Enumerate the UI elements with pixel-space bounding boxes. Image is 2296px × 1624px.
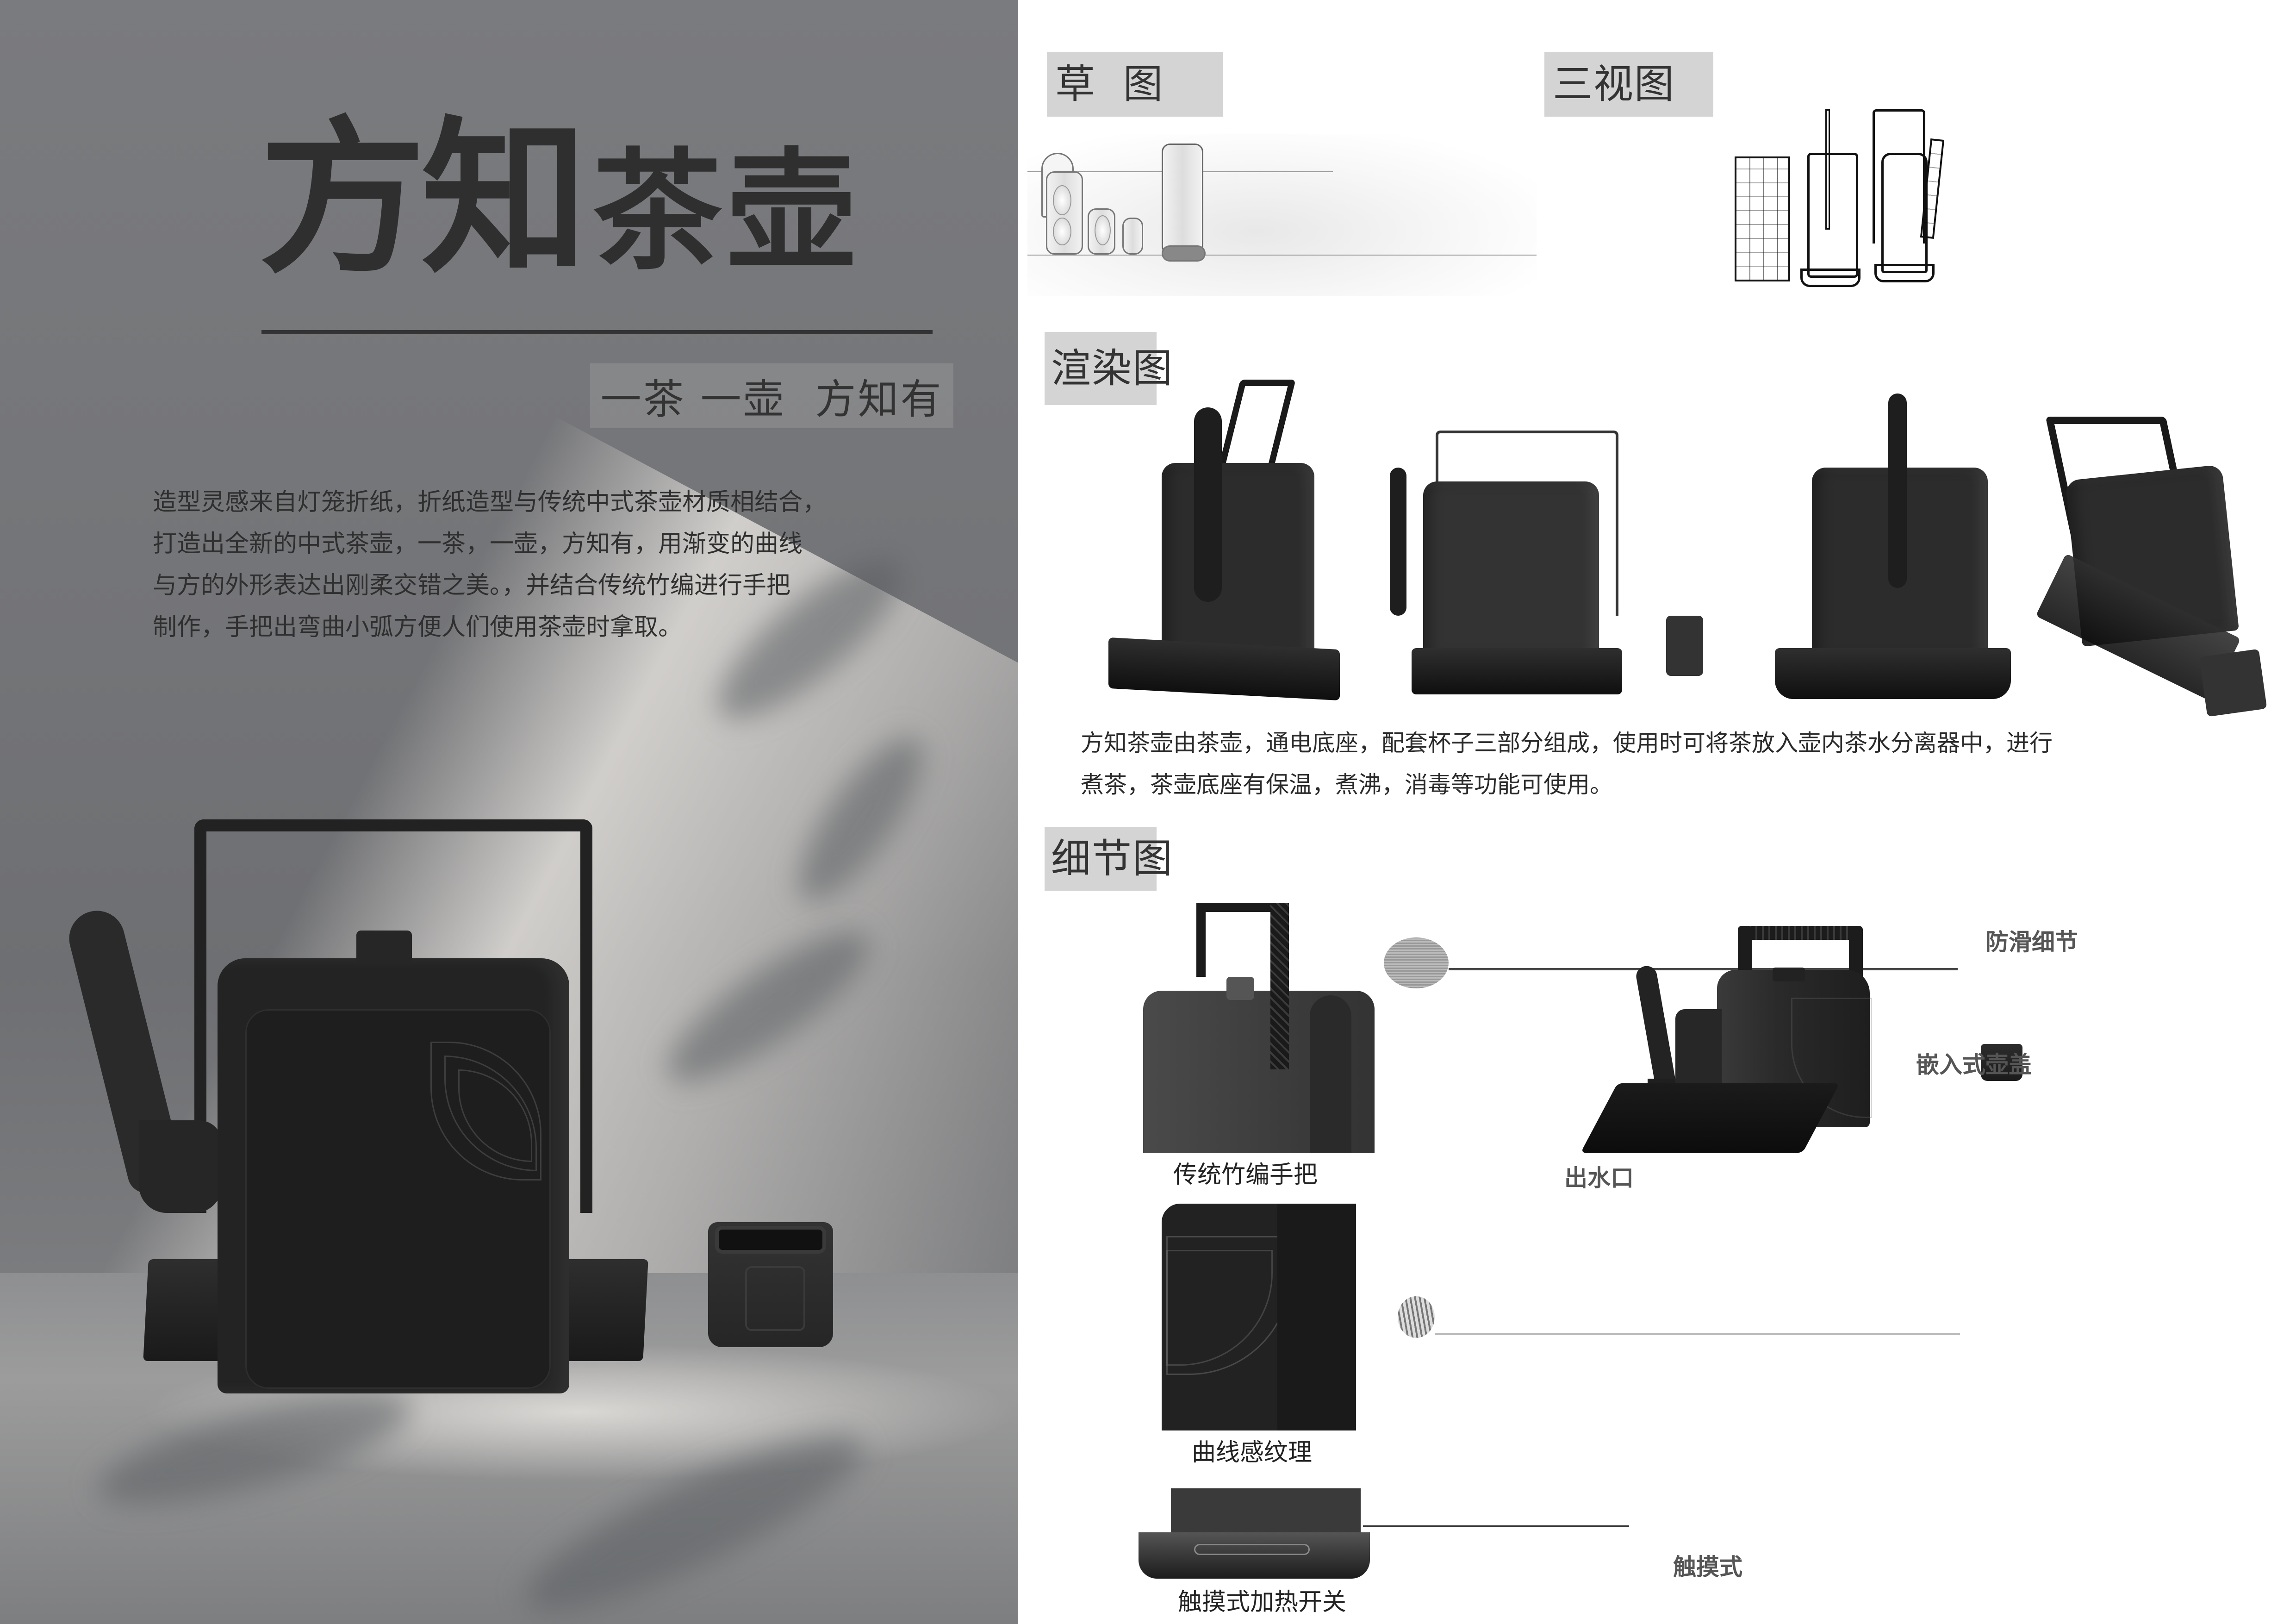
wireframe-handle (1873, 109, 1925, 244)
detail-handle-left (1196, 903, 1206, 977)
sketch-illustration (1027, 134, 1537, 296)
hero-teapot-render (0, 0, 1018, 1624)
render-3-base (1775, 648, 2011, 699)
intro-paragraph: 造型灵感来自灯笼折纸，折纸造型与传统中式茶壶材质相结合， 打造出全新的中式茶壶，… (153, 481, 902, 648)
leader-switch (1363, 1525, 1629, 1527)
lid-knob (356, 931, 412, 963)
render-1-spout (1194, 407, 1222, 602)
detail-image-handle (1143, 893, 1402, 1153)
wireframe-spout (1825, 109, 1830, 230)
render-2-base (1412, 648, 1622, 694)
sketch-oval (1095, 215, 1111, 245)
title-part1: 方知 (259, 102, 588, 296)
detail-image-texture (1120, 1185, 1361, 1430)
wireframe-base (1800, 269, 1860, 287)
slogan: 一茶 一壶 方知有 (590, 363, 953, 428)
sketch-oval (1053, 185, 1071, 215)
touch-switch-slot (1194, 1544, 1310, 1555)
detail-side-edge (1277, 1204, 1356, 1430)
main-base (1580, 1083, 1840, 1153)
callout-touch: 触摸式 (1673, 1554, 1742, 1580)
tea-cup-mouth (715, 1226, 826, 1254)
section-label-render: 渲染图 (1045, 332, 1172, 405)
tea-cup-panel (745, 1266, 805, 1331)
detail-image-switch (1125, 1488, 1384, 1581)
detail-handle-weave (1270, 903, 1289, 1069)
wireframe-front-view (1807, 153, 1858, 278)
sketch-oval (1053, 218, 1071, 245)
curve-texture-swatch (1398, 1296, 1435, 1338)
callout-embedded-lid: 嵌入式壶盖 (1916, 1051, 2032, 1078)
intro-line: 与方的外形表达出刚柔交错之美。，并结合传统竹编进行手把 (153, 572, 791, 600)
render-1-body (1162, 463, 1314, 667)
detail-handle-top (1196, 903, 1289, 912)
main-handle-top (1738, 926, 1863, 940)
render-2-spout (1390, 468, 1406, 616)
section-label-three-view: 三视图 (1544, 52, 1713, 117)
main-cup (1981, 1044, 2022, 1081)
product-title: 方知茶壶 (259, 116, 861, 282)
title-part2: 茶壶 (592, 137, 861, 287)
leader-anti-slip (1449, 968, 1958, 970)
main-lid-knob (1773, 968, 1805, 981)
callout-spout: 出水口 (1564, 1165, 1634, 1192)
hero-panel: 方知茶壶 一茶 一壶 方知有 造型灵感来自灯笼折纸，折纸造型与传统中式茶壶材质相… (0, 0, 1018, 1624)
description-line: 方知茶壶由茶壶，通电底座，配套杯子三部分组成，使用时可将茶放入壶内茶水分离器中，… (1081, 730, 2053, 756)
render-description: 方知茶壶由茶壶，通电底座，配套杯子三部分组成，使用时可将茶放入壶内茶水分离器中，… (1081, 722, 2224, 806)
wireframe-top-view (1735, 156, 1790, 281)
wireframe-side-base (1874, 264, 1935, 282)
render-3-spout (1888, 394, 1907, 588)
anti-slip-swatch (1384, 937, 1449, 988)
detail-switch-body (1171, 1488, 1361, 1535)
intro-line: 造型灵感来自灯笼折纸，折纸造型与传统中式茶壶材质相结合， (153, 488, 827, 516)
render-2-cup (1666, 616, 1703, 676)
detail-lid-knob (1226, 977, 1254, 1000)
callout-anti-slip: 防滑细节 (1985, 929, 2078, 956)
description-line: 煮茶，茶壶底座有保温，煮沸，消毒等功能可使用。 (1081, 771, 1613, 798)
caption-texture: 曲线感纹理 (1192, 1439, 1313, 1467)
detail-spout (1310, 995, 1351, 1153)
caption-switch: 触摸式加热开关 (1178, 1588, 1347, 1616)
intro-line: 打造出全新的中式茶壶，一茶，一壶，方知有，用渐变的曲线 (153, 530, 803, 558)
render-2-body (1423, 481, 1599, 657)
section-label-detail: 细节图 (1045, 827, 1172, 891)
sketch-form-3 (1122, 218, 1143, 255)
sketch-ground-line (1027, 255, 1537, 256)
section-label-sketch: 草 图 (1047, 52, 1223, 117)
sketch-base (1162, 245, 1206, 262)
render-4-cup (2199, 649, 2267, 717)
wireframe-side-view (1881, 153, 1928, 273)
leader-texture (1435, 1333, 1960, 1335)
title-underline (261, 330, 933, 334)
caption-handle: 传统竹编手把 (1173, 1161, 1318, 1189)
spout-elbow (139, 1120, 222, 1213)
intro-line: 制作，手把出弯曲小弧方便人们使用茶壶时拿取。 (153, 613, 683, 641)
detail-switch-base (1139, 1532, 1370, 1579)
sketch-teapot (1162, 144, 1203, 255)
